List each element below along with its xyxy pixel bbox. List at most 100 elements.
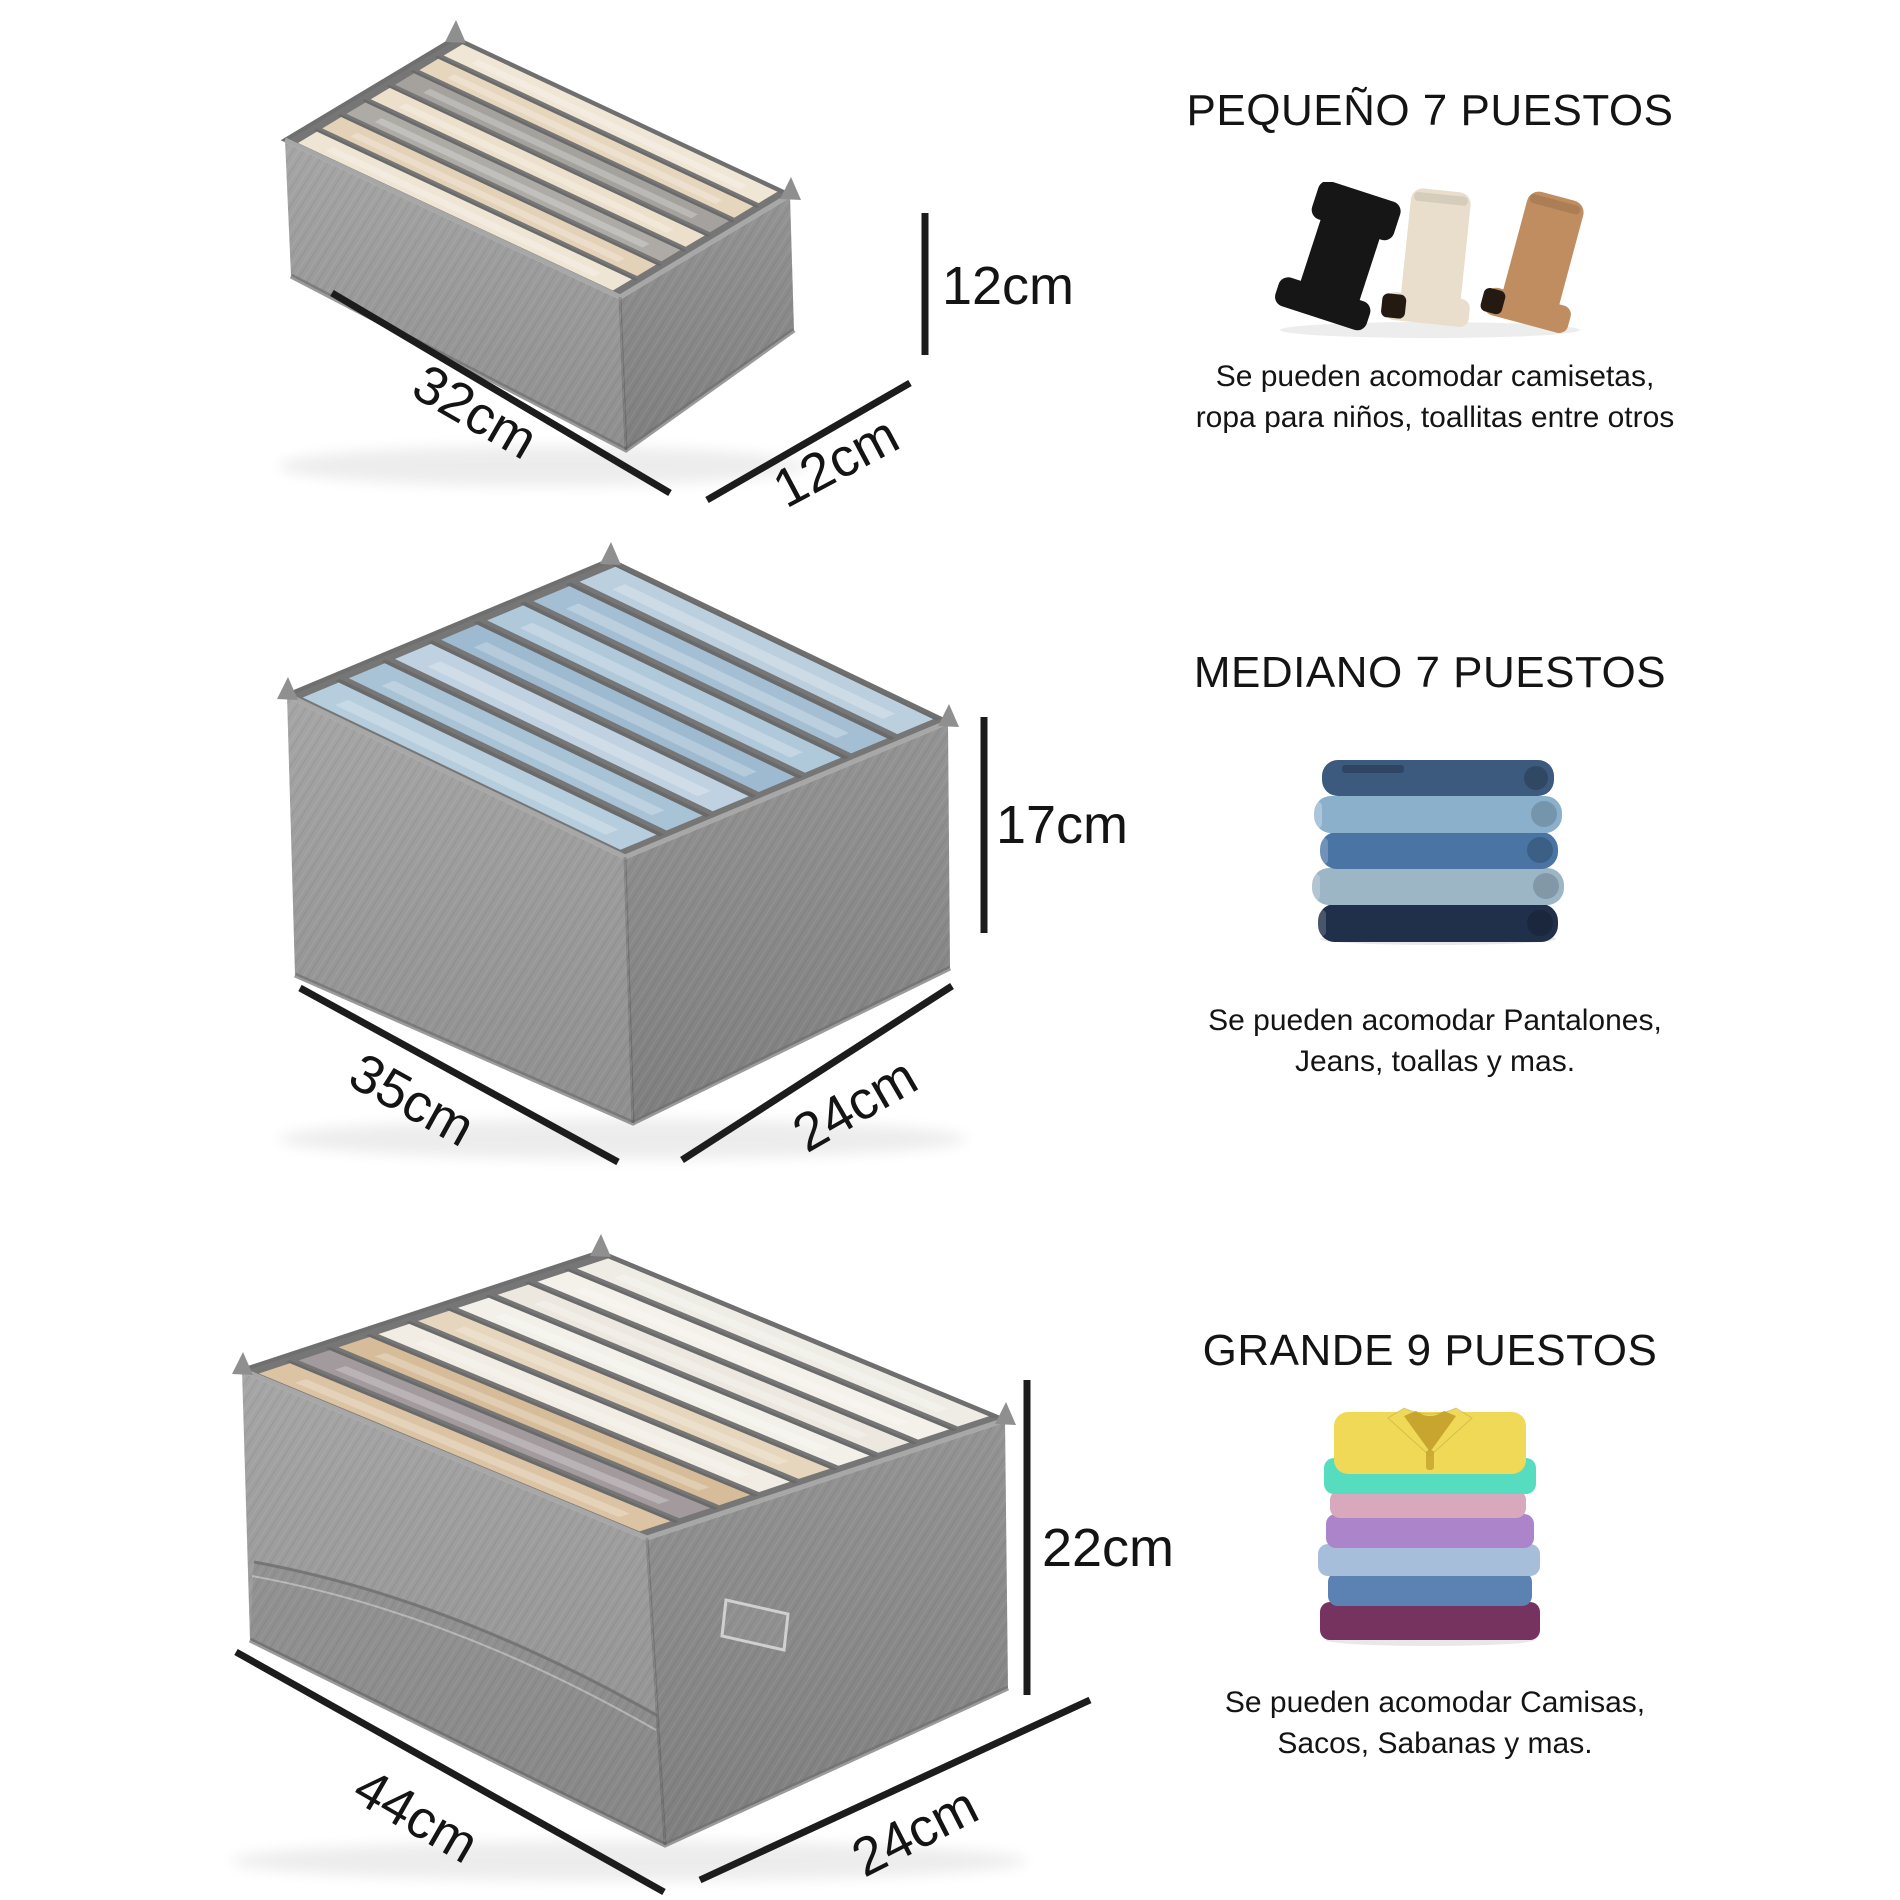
jeans-roll: [1316, 904, 1558, 942]
jeans-roll: [1322, 760, 1554, 796]
dimension-line-small-length: [330, 289, 672, 497]
clothes-highlight: [447, 74, 723, 204]
section-description-mediano: Se pueden acomodar Pantalones, Jeans, to…: [1155, 1000, 1715, 1082]
divider-shade: [435, 55, 759, 208]
jeans-fold: [1312, 802, 1322, 828]
clothes-highlight: [381, 680, 665, 816]
fabric-tab: [600, 542, 621, 565]
description-line: Se pueden acomodar Pantalones,: [1208, 1004, 1662, 1037]
clothes-highlight: [613, 1274, 949, 1413]
clothes-highlight: [471, 59, 747, 190]
polo-layer-pink: [1330, 1490, 1526, 1518]
box-corner-seam: [623, 856, 635, 1124]
box-shadow: [277, 1119, 968, 1159]
tights-photo: [1275, 182, 1584, 338]
description-line: ropa para niños, toallitas entre otros: [1195, 401, 1675, 434]
divider-shade: [566, 582, 896, 740]
folded-clothes-slot: [577, 1258, 989, 1427]
folded-clothes-slot: [395, 73, 729, 233]
clothes-highlight: [454, 1326, 789, 1465]
section-description-grande: Se pueden acomodar Camisas, Sacos, Saban…: [1155, 1682, 1715, 1764]
dimension-line-medium-depth: [680, 983, 954, 1163]
divider-shade: [445, 1307, 838, 1471]
folded-clothes-slot: [298, 1350, 711, 1519]
clothes-highlight: [295, 1379, 630, 1518]
jeans-roll-end: [1524, 766, 1548, 790]
divider-shade: [427, 640, 757, 798]
clothes-highlight: [423, 88, 698, 219]
divider-shade: [362, 99, 687, 252]
pocket-edge: [253, 1560, 659, 1718]
divider-shade: [285, 1360, 679, 1523]
folded-clothes-slot: [457, 1297, 870, 1466]
box-front-texture: [285, 140, 626, 450]
polo-layer-plum: [1320, 1602, 1540, 1640]
tights-tan-toe: [1480, 287, 1506, 315]
tights-cream-toe: [1381, 293, 1407, 319]
jeans-stack-photo: [1312, 760, 1564, 945]
tights-cream-waistband: [1414, 191, 1469, 206]
box-bottom-seam: [248, 1637, 1010, 1848]
tights-tan-leg: [1501, 191, 1584, 318]
dimension-line-large-length: [234, 1648, 666, 1896]
box-front-rim: [285, 692, 949, 860]
organizer-box-small: [277, 20, 808, 486]
jeans-fold: [1316, 910, 1326, 936]
folded-clothes-slot: [258, 1363, 671, 1532]
clothes-highlight: [374, 1352, 710, 1491]
box-front-texture: [287, 695, 633, 1123]
divider-shade: [564, 1268, 958, 1432]
dimension-line-large-depth: [698, 1696, 1092, 1884]
polo-layer-lavender: [1326, 1514, 1534, 1548]
section-title-mediano: MEDIANO 7 PUESTOS: [1193, 648, 1667, 697]
tights-tan-foot: [1484, 287, 1571, 334]
divider-shade: [473, 621, 803, 779]
jeans-roll-end: [1527, 910, 1553, 936]
polo-placket: [1426, 1450, 1434, 1470]
clothes-highlight: [612, 584, 896, 719]
description-line: Se pueden acomodar camisetas,: [1215, 360, 1655, 393]
folded-clothes-slot: [537, 1271, 950, 1440]
divider-shade: [335, 679, 665, 837]
polo-stack-photo: [1318, 1407, 1540, 1646]
pocket-stitch: [251, 1575, 657, 1731]
description-line: Se pueden acomodar Camisas,: [1224, 1686, 1646, 1719]
folded-clothes-slot: [497, 1284, 910, 1453]
description-line: Jeans, toallas y mas.: [1294, 1045, 1576, 1078]
folded-clothes-slot: [302, 682, 657, 850]
divider-shade: [365, 1334, 759, 1497]
section-title-pequeno: PEQUEÑO 7 PUESTOS: [1186, 86, 1674, 135]
folded-clothes-slot: [487, 605, 841, 773]
dimension-line-small-depth: [705, 379, 912, 504]
clothes-highlight: [335, 699, 619, 835]
organizer-box-large: [230, 1234, 1028, 1881]
box-front-rim: [283, 137, 792, 300]
clothes-highlight: [374, 118, 650, 248]
divider-shade: [325, 1347, 719, 1510]
dimension-label-large-height: 22cm: [1041, 1518, 1175, 1578]
fabric-tab: [232, 1352, 253, 1375]
folded-clothes-slot: [395, 643, 749, 812]
folded-clothes-slot: [370, 87, 705, 247]
folded-clothes-slot: [346, 102, 681, 262]
divider-shade: [386, 84, 711, 238]
divider-shade: [313, 128, 638, 281]
clothes-highlight: [334, 1366, 670, 1504]
clothes-highlight: [399, 103, 674, 234]
tights-cream-foot: [1385, 292, 1470, 327]
clothes-highlight: [533, 1300, 869, 1439]
fabric-tab: [445, 20, 466, 43]
box-side-texture: [625, 722, 950, 1123]
divider-shade: [405, 1320, 798, 1484]
jeans-layer: [1314, 796, 1562, 833]
jeans-fold: [1312, 874, 1320, 900]
handle-stitch-patch: [720, 1598, 790, 1652]
jeans-waistband: [1342, 765, 1404, 773]
folded-clothes-slot: [378, 1323, 790, 1493]
box-corner-seam: [618, 296, 628, 451]
folded-clothes-slot: [348, 663, 703, 831]
box-side-texture: [620, 195, 794, 450]
section-description-pequeno: Se pueden acomodar camisetas, ropa para …: [1155, 356, 1715, 438]
folded-clothes-slot: [579, 566, 934, 735]
